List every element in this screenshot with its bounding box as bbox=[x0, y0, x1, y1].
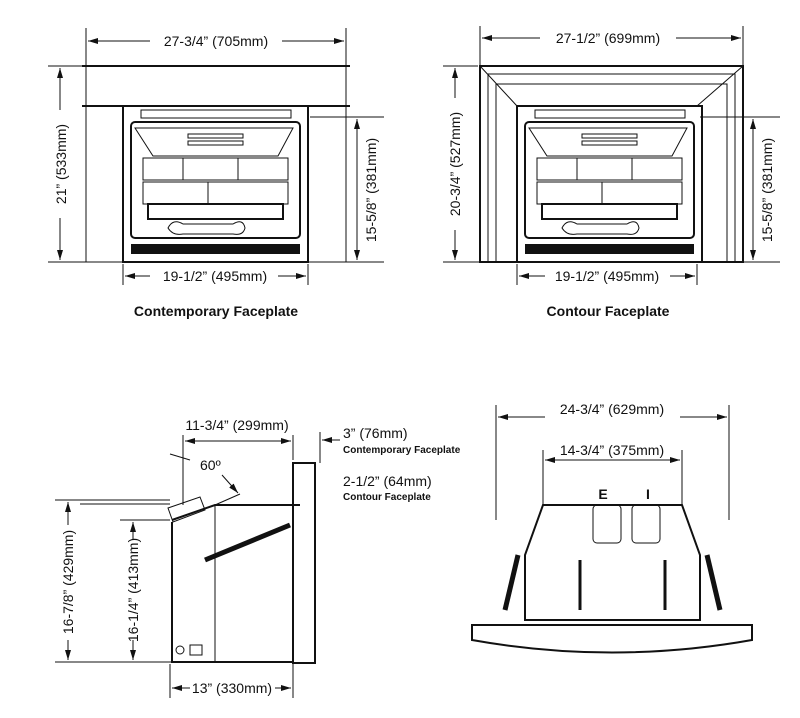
side-view-drawing bbox=[55, 432, 340, 698]
contemporary-opening-width-label: 19-1/2” (495mm) bbox=[163, 268, 267, 284]
exhaust-label: E bbox=[598, 486, 607, 502]
contour-opening-height-label: 15-5/8” (381mm) bbox=[759, 138, 775, 242]
top-overall-width-label: 24-3/4” (629mm) bbox=[560, 401, 664, 417]
top-vent-spacing-label: 14-3/4” (375mm) bbox=[560, 442, 664, 458]
contour-faceplate-drawing bbox=[443, 26, 780, 285]
side-angle-label: 60º bbox=[200, 457, 221, 473]
side-total-height-label: 16-7/8” (429mm) bbox=[60, 530, 76, 634]
contour-offset-caption: Contour Faceplate bbox=[343, 492, 431, 503]
top-view-drawing bbox=[471, 405, 753, 654]
intake-label: I bbox=[646, 486, 650, 502]
contour-height-label: 20-3/4” (527mm) bbox=[447, 112, 463, 216]
contemporary-offset-label: 3” (76mm) bbox=[343, 425, 408, 441]
contemporary-height-label: 21” (533mm) bbox=[53, 124, 69, 204]
side-depth-top-label: 11-3/4” (299mm) bbox=[185, 417, 288, 433]
side-depth-bottom-label: 13” (330mm) bbox=[192, 680, 272, 696]
contour-width-label: 27-1/2” (699mm) bbox=[556, 30, 660, 46]
contemporary-opening-height-label: 15-5/8” (381mm) bbox=[363, 138, 379, 242]
contemporary-faceplate-drawing bbox=[48, 28, 384, 285]
side-body-height-label: 16-1/4” (413mm) bbox=[125, 538, 141, 642]
contemporary-title: Contemporary Faceplate bbox=[134, 303, 298, 319]
contour-opening-width-label: 19-1/2” (495mm) bbox=[555, 268, 659, 284]
contemporary-width-label: 27-3/4” (705mm) bbox=[164, 33, 268, 49]
contour-title: Contour Faceplate bbox=[547, 303, 670, 319]
contemporary-offset-caption: Contemporary Faceplate bbox=[343, 445, 461, 456]
contour-offset-label: 2-1/2” (64mm) bbox=[343, 473, 432, 489]
